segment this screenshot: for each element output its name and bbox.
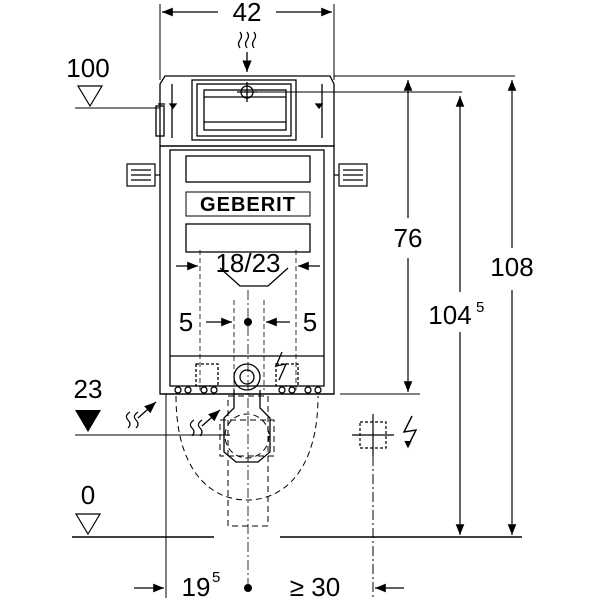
left-bracket [126, 163, 160, 187]
floor-offset-label: 19 [182, 572, 211, 600]
right-bracket [334, 163, 368, 187]
height-104-label: 104 [428, 300, 471, 330]
floor-offset-superscript: 5 [212, 569, 220, 586]
brand-logo: GEBERIT [185, 191, 311, 217]
pipe-span-label: 18/23 [215, 248, 280, 278]
drain-connection [160, 363, 334, 395]
brand-text: GEBERIT [200, 194, 296, 216]
height-104-superscript: 5 [476, 299, 484, 316]
water-level-label: 23 [74, 374, 103, 404]
bottom-dimensions: 19 5 ≥ 30 [134, 394, 404, 602]
top-level-label: 100 [66, 53, 109, 83]
wc-pan-outline [175, 395, 319, 527]
width-top-label: 42 [233, 0, 262, 27]
floor-level-marker: 0 [72, 480, 522, 538]
water-level-marker: 23 [74, 374, 230, 437]
height-108-label: 108 [490, 252, 533, 282]
height-104-dimension: 104 5 [428, 96, 484, 535]
offset-right-label: 5 [303, 307, 317, 337]
pipe-span-dimension: 18/23 [176, 248, 320, 390]
top-level-marker: 100 [66, 53, 160, 109]
water-supply-icon [237, 31, 257, 72]
electrical-box [352, 414, 418, 456]
height-76-dimension: 76 [340, 80, 423, 395]
floor-level-label: 0 [81, 480, 95, 510]
height-108-dimension: 108 [490, 80, 534, 535]
min-clearance-label: ≥ 30 [290, 572, 340, 600]
drain-pipe [223, 390, 271, 463]
frame-height-label: 76 [394, 223, 423, 253]
electric-icon-frame [274, 351, 288, 381]
cistern-top [155, 75, 335, 147]
offset-left-label: 5 [179, 307, 193, 337]
top-width-dimension: 42 [159, 0, 335, 80]
